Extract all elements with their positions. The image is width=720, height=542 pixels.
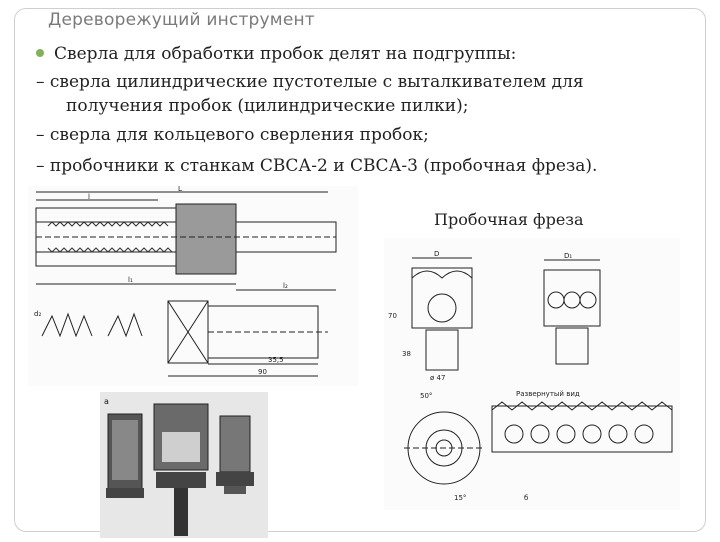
dim-label: L — [178, 186, 182, 193]
figure-caption-cork-cutter: Пробочная фреза — [434, 210, 584, 229]
dim-label: l₁ — [128, 276, 133, 284]
angle-label: d₂ — [34, 310, 41, 318]
svg-text:Развернутый вид: Развернутый вид — [516, 390, 580, 398]
svg-text:б: б — [524, 494, 528, 502]
bullet-dot-icon — [36, 48, 44, 57]
list-item-1-line-1: – сверла цилиндрические пустотелые с выт… — [36, 72, 584, 92]
drill-technical-drawing: L l l₁ l₂ d₂ 35,5 90 — [28, 185, 358, 386]
list-item-3: – пробочники к станкам СВСА-2 и СВСА-3 (… — [36, 156, 598, 176]
svg-text:ø 47: ø 47 — [430, 374, 445, 382]
svg-text:D: D — [434, 250, 439, 258]
dim-label: 35,5 — [268, 356, 284, 364]
drill-photo: a — [100, 392, 268, 538]
svg-text:15°: 15° — [454, 494, 466, 502]
svg-text:50°: 50° — [420, 392, 432, 400]
dim-label: 90 — [258, 368, 267, 376]
cork-mill-drawing: D 70 38 ø 47 D₁ 50° 15° Развернутый вид … — [384, 238, 680, 510]
svg-text:70: 70 — [388, 312, 397, 320]
slide-title: Дереворежущий инструмент — [48, 10, 315, 30]
slide-frame — [14, 8, 706, 532]
list-item-2: – сверла для кольцевого сверления пробок… — [36, 125, 429, 145]
svg-text:D₁: D₁ — [564, 252, 572, 260]
svg-text:38: 38 — [402, 350, 411, 358]
bullet-text: Сверла для обработки пробок делят на под… — [54, 44, 517, 64]
list-item-1-line-2: получения пробок (цилиндрические пилки); — [66, 96, 469, 116]
dim-label: l₂ — [283, 282, 288, 290]
bullet-item: Сверла для обработки пробок делят на под… — [36, 44, 516, 64]
svg-text:a: a — [104, 397, 109, 406]
dim-label: l — [88, 193, 90, 201]
